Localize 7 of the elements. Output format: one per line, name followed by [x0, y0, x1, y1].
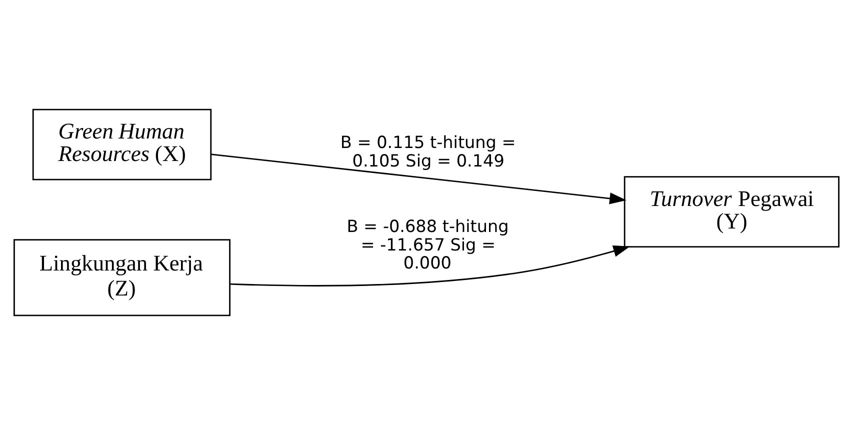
edge-label: B = -0.688 t-hitung = -11.657 Sig = 0.000	[346, 216, 509, 272]
node-box: Lingkungan Kerja (Z)	[14, 238, 230, 316]
edge-label: B = 0.115 t-hitung = 0.105 Sig = 0.149	[340, 132, 516, 170]
node-box: Turnover Pegawai (Y)	[624, 176, 840, 247]
node-box: Green Human Resources (X)	[32, 108, 212, 180]
arrow	[230, 244, 630, 286]
arrow	[210, 153, 626, 204]
